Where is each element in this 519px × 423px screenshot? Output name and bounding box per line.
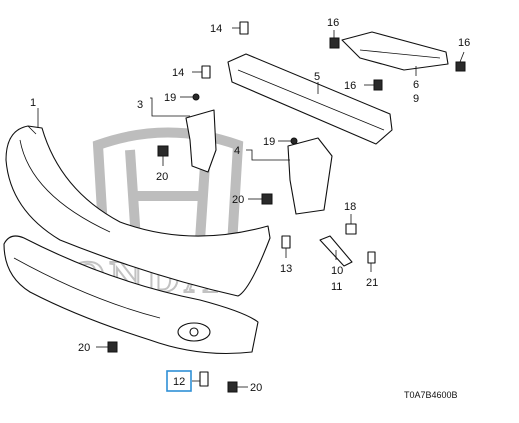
- callout-16-mid: 16: [344, 80, 356, 92]
- callout-14-mid: 14: [172, 67, 184, 79]
- fog-light-bulb: [189, 327, 199, 337]
- bracket-left[interactable]: [185, 109, 217, 173]
- clip-21[interactable]: [367, 251, 376, 272]
- callout-16-right: 16: [458, 37, 470, 49]
- bolt-16-top[interactable]: [329, 30, 340, 49]
- callout-3: 3: [137, 99, 143, 111]
- callout-20-c: 20: [78, 342, 90, 354]
- callout-20-b: 20: [232, 194, 244, 206]
- callout-19-a: 19: [164, 92, 176, 104]
- clip-20-a[interactable]: [157, 145, 169, 166]
- callout-21: 21: [366, 277, 378, 289]
- callout-9: 9: [413, 93, 419, 105]
- clip-13[interactable]: [281, 235, 291, 258]
- callout-12: 12: [173, 376, 185, 388]
- callout-10: 10: [331, 265, 343, 277]
- clip-20-d[interactable]: [227, 381, 248, 393]
- highlight-box-12: [166, 370, 192, 392]
- clip-20-b[interactable]: [248, 193, 273, 205]
- clip-12[interactable]: [192, 371, 209, 387]
- clip-20-c[interactable]: [96, 341, 118, 353]
- clip-18[interactable]: [345, 214, 357, 235]
- clip-19-a[interactable]: [180, 93, 200, 101]
- clip-19-b[interactable]: [278, 137, 298, 145]
- leader-group-4: [246, 149, 290, 161]
- callout-20-a: 20: [156, 171, 168, 183]
- bumper-beam[interactable]: [227, 53, 393, 145]
- bolt-14-top[interactable]: [232, 21, 249, 35]
- bolt-14-mid[interactable]: [192, 65, 211, 79]
- diagram-code: T0A7B4600B: [404, 390, 458, 400]
- callout-1: 1: [30, 97, 36, 109]
- leader-group-3: [150, 97, 190, 117]
- lower-bumper-cover[interactable]: [3, 235, 259, 355]
- callout-20-d: 20: [250, 382, 262, 394]
- callout-6: 6: [413, 79, 419, 91]
- callout-14-top: 14: [210, 23, 222, 35]
- callout-19-b: 19: [263, 136, 275, 148]
- bolt-16-mid[interactable]: [364, 79, 383, 91]
- wire-harness-bracket[interactable]: [341, 31, 449, 71]
- callout-4: 4: [234, 145, 240, 157]
- callout-13: 13: [280, 263, 292, 275]
- callout-18: 18: [344, 201, 356, 213]
- callout-11: 11: [331, 281, 342, 293]
- callout-5: 5: [314, 71, 320, 83]
- callout-16-top: 16: [327, 17, 339, 29]
- front-bumper-face[interactable]: [5, 125, 271, 297]
- bolt-16-right[interactable]: [455, 51, 466, 72]
- bracket-right[interactable]: [287, 137, 333, 215]
